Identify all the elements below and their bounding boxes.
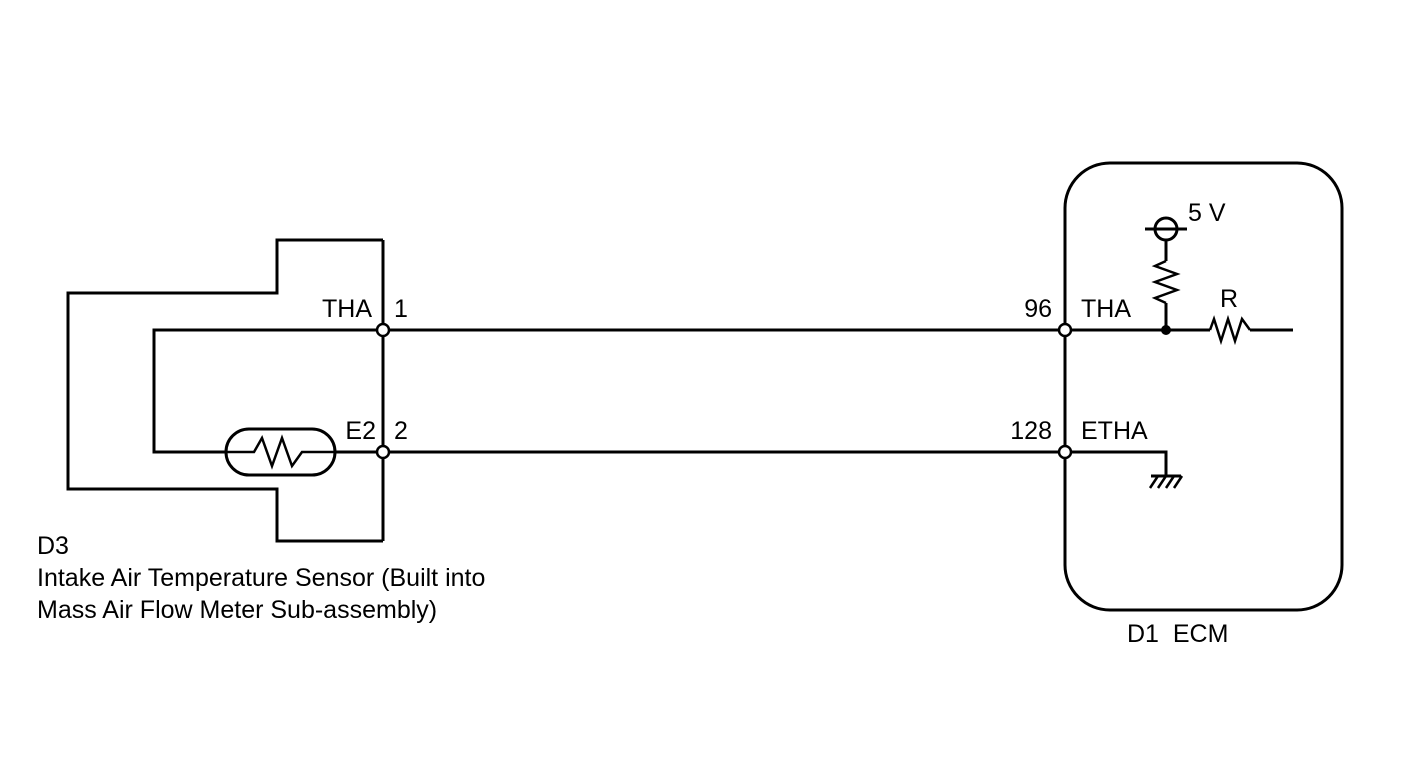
thermistor-icon [224, 427, 337, 477]
ecm-tha-number: 96 [1024, 295, 1052, 323]
sensor-name-line2: Mass Air Flow Meter Sub-assembly) [37, 596, 437, 624]
pin-e2-sensor [375, 444, 391, 460]
sensor-housing [66, 238, 385, 543]
sensor-e2-label: E2 [345, 417, 376, 445]
junction-dot [1161, 325, 1171, 335]
supply-label: 5 V [1188, 199, 1226, 227]
resistor-label: R [1220, 285, 1238, 313]
ecm-title: D1 ECM [1127, 620, 1228, 648]
pin-tha-ecm [1057, 322, 1073, 338]
ecm-etha-number: 128 [1010, 417, 1052, 445]
sensor-tha-label: THA [322, 295, 372, 323]
ecm-etha-label: ETHA [1081, 417, 1148, 445]
sensor-id: D3 [37, 532, 69, 560]
ecm-tha-label: THA [1081, 295, 1131, 323]
ecm-internal-wiring [1065, 216, 1293, 476]
sensor-e2-number: 2 [394, 417, 408, 445]
pin-tha-sensor [375, 322, 391, 338]
pin-etha-ecm [1057, 444, 1073, 460]
ecm-housing [1063, 161, 1344, 612]
ground-icon [1148, 474, 1184, 489]
sensor-name-line1: Intake Air Temperature Sensor (Built int… [37, 564, 485, 592]
sensor-inner-loop [152, 328, 383, 454]
sensor-tha-number: 1 [394, 295, 408, 323]
